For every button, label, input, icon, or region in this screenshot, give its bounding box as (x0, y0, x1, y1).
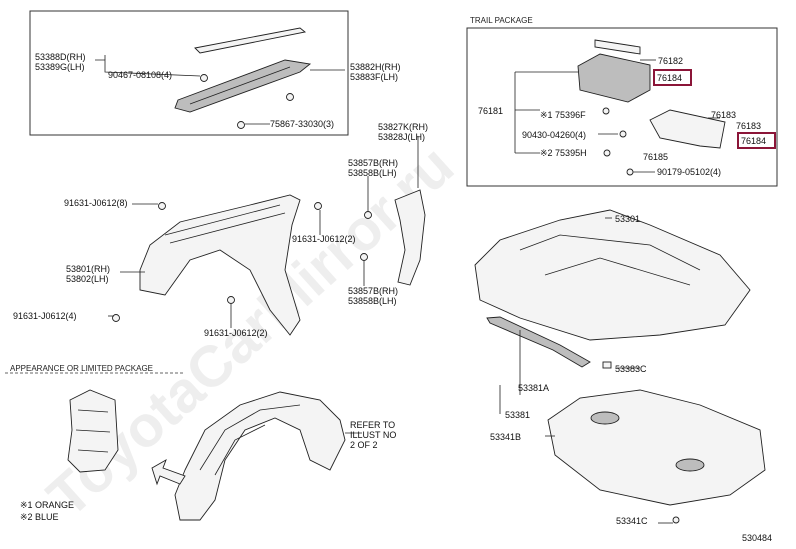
fender-liner (174, 391, 346, 521)
label-75396F: ※1 75396F (540, 110, 586, 120)
label-90467: 90467-08108(4) (108, 70, 172, 80)
front-fender-53801 (139, 194, 301, 336)
label-76184-top: 76184 (657, 73, 682, 83)
appearance-package-title: APPEARANCE OR LIMITED PACKAGE (10, 364, 153, 373)
label-91631-b: 91631-J0612(2) (292, 234, 356, 244)
clip-a (286, 93, 294, 101)
trail-package-title: TRAIL PACKAGE (470, 16, 533, 25)
clip-90467 (200, 74, 208, 82)
clip-75867 (237, 121, 245, 129)
label-91631-c: 91631-J0612(4) (13, 311, 77, 321)
label-76182: 76182 (658, 56, 683, 66)
label-53828J: 53828J(LH) (378, 132, 425, 142)
refer-line-1: REFER TO (350, 420, 395, 430)
highlight-76184-top (653, 69, 692, 86)
label-53381A: 53381A (518, 383, 549, 393)
label-53857B-bot: 53857B(RH) (348, 286, 398, 296)
insulator-cutout-b (675, 458, 705, 472)
clip-53857B-top (364, 211, 372, 219)
trail-package-box (466, 27, 778, 187)
label-76181: 76181 (478, 106, 503, 116)
direction-arrow-icon (151, 458, 186, 486)
label-75867: 75867-33030(3) (270, 119, 334, 129)
fender-molding (174, 59, 312, 113)
bolt-91631-d (227, 296, 235, 304)
label-53381: 53381 (505, 410, 530, 420)
clip-53857B-bot (360, 253, 368, 261)
label-90430: 90430-04260(4) (522, 130, 586, 140)
refer-line-3: 2 OF 2 (350, 440, 378, 450)
label-53389G: 53389G(LH) (35, 62, 85, 72)
label-90179: 90179-05102(4) (657, 167, 721, 177)
molding-strip-upper (194, 27, 307, 54)
label-76183-a: 76183 (711, 110, 736, 120)
bolt-91631-a (158, 202, 166, 210)
grab-handle-76182 (594, 39, 641, 55)
label-53802: 53802(LH) (66, 274, 109, 284)
label-53858B-bot: 53858B(LH) (348, 296, 397, 306)
screw-90430 (619, 130, 627, 138)
clip-75396F (602, 107, 610, 115)
label-53301: 53301 (615, 214, 640, 224)
label-53827K: 53827K(RH) (378, 122, 428, 132)
label-53388D: 53388D(RH) (35, 52, 86, 62)
label-76184-right: 76184 (741, 136, 766, 146)
label-53883F: 53883F(LH) (350, 72, 398, 82)
hood-seal-53381A (486, 316, 591, 368)
legend-blue: ※2 BLUE (20, 512, 59, 522)
label-76185: 76185 (643, 152, 668, 162)
label-91631-d: 91631-J0612(2) (204, 328, 268, 338)
label-75395H: ※2 75395H (540, 148, 587, 158)
refer-line-2: ILLUST NO (350, 430, 396, 440)
label-76183-b: 76183 (736, 121, 761, 131)
diagram-code: 530484 (742, 533, 772, 543)
bolt-91631-b (314, 202, 322, 210)
screw-90179 (626, 168, 634, 176)
hood-insulator-53341B (547, 389, 766, 506)
step-pad-76183 (649, 109, 726, 149)
label-53858B-top: 53858B(LH) (348, 168, 397, 178)
clip-53341C (672, 516, 680, 524)
clip-75395H (603, 149, 611, 157)
molding-group-box (29, 10, 349, 136)
bolt-91631-c (112, 314, 120, 322)
fender-bracket-53827 (394, 189, 426, 286)
label-53383C: 53383C (615, 364, 647, 374)
hood-cushion-53383C (602, 361, 612, 369)
highlight-76184-right (737, 132, 776, 149)
label-53882H: 53882H(RH) (350, 62, 401, 72)
label-53341C: 53341C (616, 516, 648, 526)
step-pad-76181 (577, 53, 651, 103)
hood-panel-53301 (474, 209, 751, 341)
label-53857B-top: 53857B(RH) (348, 158, 398, 168)
label-91631-a: 91631-J0612(8) (64, 198, 128, 208)
legend-orange: ※1 ORANGE (20, 500, 74, 510)
label-53801: 53801(RH) (66, 264, 110, 274)
insulator-cutout-a (590, 411, 620, 425)
label-53341B: 53341B (490, 432, 521, 442)
